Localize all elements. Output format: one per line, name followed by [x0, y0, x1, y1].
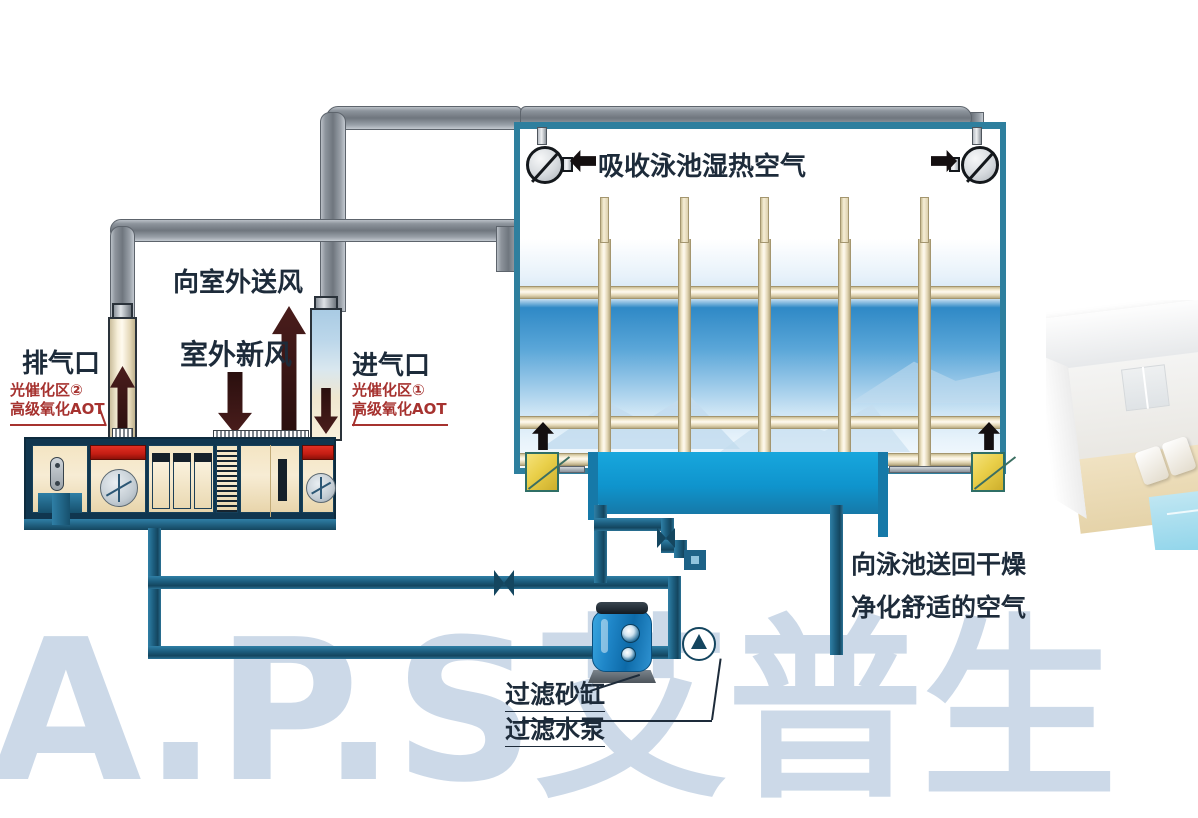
duct-upper-vertical [320, 112, 346, 312]
pipe-pool-drain-horizontal [594, 518, 674, 531]
grille-duct-right [889, 466, 971, 473]
mullion-vertical [838, 239, 851, 468]
compressor-top [152, 453, 170, 462]
mullion-vertical [678, 239, 691, 468]
fan-wheel-right [306, 473, 336, 503]
label-return-dry-air-1: 向泳池送回干燥 [851, 550, 1027, 579]
pool-hall [514, 122, 1006, 474]
coil-plate [278, 459, 287, 501]
heat-exchanger-core [217, 447, 237, 515]
sand-filter-foot [588, 670, 656, 683]
sand-filter-lid [596, 602, 648, 614]
damper-gauge-right[interactable] [961, 146, 999, 184]
grille-duct-left [559, 466, 585, 473]
duct-lower-horizontal [110, 219, 520, 242]
mullion-post [920, 197, 929, 243]
pipe-riser-right [668, 576, 681, 659]
tank-highlight [601, 619, 608, 653]
ahu-base-rail [24, 519, 336, 530]
mullion-post [680, 197, 689, 243]
valve-bowtie[interactable] [494, 570, 514, 596]
pipe-pool-right-drop [830, 505, 843, 655]
filter-dot [55, 481, 60, 486]
tank-port-lower [621, 647, 636, 662]
label-filter-pump: 过滤水泵 [505, 710, 606, 747]
pump-symbol [691, 634, 707, 649]
heater-strip-right [302, 445, 334, 460]
mullion-post [600, 197, 609, 243]
mullion-vertical [918, 239, 931, 468]
compressor-top [173, 453, 191, 462]
duct-upper-horizontal [326, 106, 522, 130]
mullion-post [760, 197, 769, 243]
photocatalytic-1-line2: 高级氧化AOT [352, 399, 447, 418]
compressor-top [194, 453, 212, 462]
air-handling-unit [24, 437, 336, 525]
label-sand-filter: 过滤砂缸 [505, 675, 606, 712]
mullion-vertical [598, 239, 611, 468]
label-absorb-pool-air: 吸收泳池湿热空气 [598, 152, 807, 182]
valve-bowtie-drain[interactable] [657, 528, 675, 548]
mullion-post [840, 197, 849, 243]
arrow-fresh-air-down [218, 372, 252, 434]
label-supply-outdoor: 向室外送风 [173, 268, 304, 298]
filter-element [50, 457, 64, 491]
photo-inset-content [1046, 300, 1198, 550]
gauge-nub [562, 157, 573, 172]
pool-wall-right [878, 452, 888, 537]
damper-gauge-left[interactable] [526, 146, 564, 184]
label-photocatalytic-1: 光催化区① 高级氧化AOT [352, 381, 447, 418]
label-photocatalytic-2: 光催化区② 高级氧化AOT [10, 381, 105, 418]
hall-glazing [520, 239, 1000, 468]
supply-grille-left[interactable] [525, 452, 559, 492]
gauge-stem [972, 127, 982, 145]
gauge-stem [537, 127, 547, 145]
pool-water [588, 452, 888, 514]
leader-photocatalytic-2-h [10, 424, 106, 426]
supply-grille-right[interactable] [971, 452, 1005, 492]
photocatalytic-2-line2: 高级氧化AOT [10, 399, 105, 418]
sand-filter-tank[interactable] [592, 610, 652, 672]
pipe-return-main [148, 646, 681, 659]
tank-port-upper [621, 624, 640, 643]
leader-pump-h [522, 720, 712, 722]
label-exhaust-outlet: 排气口 [22, 349, 101, 379]
leader-photocatalytic-1-h [352, 424, 448, 426]
photocatalytic-1-line1: 光催化区① [352, 381, 425, 399]
drain-fitting-eye [691, 556, 699, 564]
ahu-water-stub-v [52, 493, 70, 525]
pipe-drain-step-c [674, 540, 687, 558]
fan-wheel-left [100, 469, 138, 507]
filter-dot [55, 463, 60, 468]
coil-divider [270, 445, 271, 517]
pool-wall-left [588, 452, 598, 520]
mullion-vertical [758, 239, 771, 468]
heater-strip-left [90, 445, 146, 460]
photo-inset-pool-room [1046, 300, 1198, 550]
label-intake-inlet: 进气口 [352, 351, 431, 381]
photocatalytic-2-line1: 光催化区② [10, 381, 83, 399]
label-return-dry-air-2: 净化舒适的空气 [851, 593, 1027, 622]
pipe-supply-main [148, 576, 681, 589]
label-fresh-air: 室外新风 [180, 338, 293, 371]
pipe-pool-drain-vertical [594, 505, 607, 583]
